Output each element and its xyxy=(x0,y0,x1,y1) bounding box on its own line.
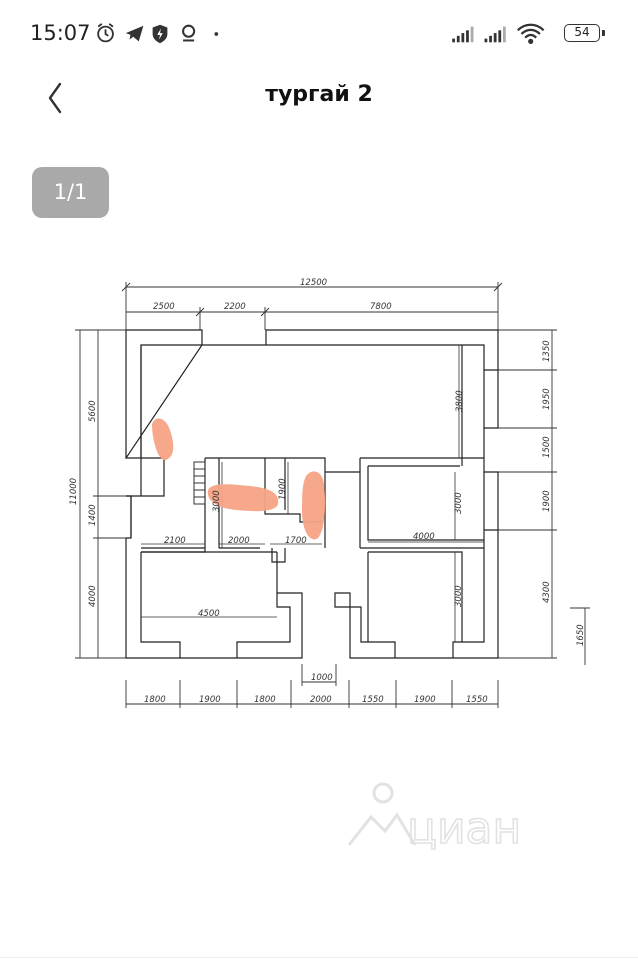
dim-interior-4000: 4000 xyxy=(413,532,435,542)
telegram-icon xyxy=(125,25,144,42)
watermark-text: циан xyxy=(407,803,521,854)
dim-interior-3800: 3800 xyxy=(455,390,465,412)
highlight-marks xyxy=(152,418,326,540)
status-icons-right xyxy=(452,23,545,44)
bottom-divider xyxy=(0,957,638,958)
back-button[interactable] xyxy=(38,78,78,118)
page-title: тургай 2 xyxy=(265,82,373,107)
dim-top-seg-3: 7800 xyxy=(370,302,392,312)
shield-icon xyxy=(152,24,168,44)
dim-interior-4500: 4500 xyxy=(198,609,220,619)
dim-left-seg-3: 4000 xyxy=(88,585,98,607)
dim-right-extra: 1650 xyxy=(576,624,586,646)
signal-icon xyxy=(452,26,474,43)
status-bar: 15:07 xyxy=(0,0,638,68)
dim-left-seg-2: 1400 xyxy=(88,504,98,526)
dim-interior-2100: 2100 xyxy=(164,536,186,546)
dim-interior-3000-bath: 3000 xyxy=(212,490,222,512)
chevron-left-icon xyxy=(48,82,62,114)
floor-plan-image[interactable]: 12500 2500 2200 7800 11000 5600 1400 400… xyxy=(60,270,620,720)
status-time: 15:07 xyxy=(30,21,91,45)
page-counter-badge: 1/1 xyxy=(32,167,109,218)
signal-icon xyxy=(484,26,506,43)
nav-bar: тургай 2 xyxy=(0,68,638,124)
dim-interior-1700: 1700 xyxy=(285,536,307,546)
dim-left-seg-1: 5600 xyxy=(88,400,98,422)
dim-top-overall: 12500 xyxy=(300,278,327,288)
battery-level: 54 xyxy=(574,25,590,39)
dim-bottom-seg-4: 2000 xyxy=(310,695,332,705)
location-icon xyxy=(182,24,196,42)
battery-icon: 54 xyxy=(564,24,600,42)
dim-interior-3000-mid: 3000 xyxy=(454,492,464,514)
dim-left-overall: 11000 xyxy=(69,478,79,505)
dim-top-seg-1: 2500 xyxy=(153,302,175,312)
dim-right-seg-4: 1900 xyxy=(542,490,552,512)
dim-bottom-entrance: 1000 xyxy=(311,673,333,683)
stairs-symbol xyxy=(193,461,206,505)
dim-bottom-seg-2: 1900 xyxy=(199,695,221,705)
battery-tip xyxy=(602,30,605,36)
dim-right-seg-5: 4300 xyxy=(542,581,552,603)
dim-interior-2000: 2000 xyxy=(228,536,250,546)
dim-top-seg-2: 2200 xyxy=(224,302,246,312)
cian-logo-icon xyxy=(347,782,417,846)
dim-right-seg-2: 1950 xyxy=(542,388,552,410)
alarm-icon xyxy=(97,23,114,43)
dim-right-seg-3: 1500 xyxy=(542,436,552,458)
dot-icon xyxy=(214,32,219,36)
wifi-icon xyxy=(516,23,545,44)
dim-interior-3000-low: 3000 xyxy=(454,585,464,607)
status-icons-left xyxy=(97,23,219,44)
dim-bottom-seg-1: 1800 xyxy=(144,695,166,705)
dim-interior-1900: 1900 xyxy=(278,478,288,500)
dim-bottom-seg-6: 1900 xyxy=(414,695,436,705)
dim-bottom-seg-7: 1550 xyxy=(466,695,488,705)
dim-bottom-seg-3: 1800 xyxy=(254,695,276,705)
cian-watermark: циан xyxy=(347,782,522,855)
walls xyxy=(124,329,499,659)
dim-right-seg-1: 1350 xyxy=(542,340,552,362)
dim-bottom-seg-5: 1550 xyxy=(362,695,384,705)
